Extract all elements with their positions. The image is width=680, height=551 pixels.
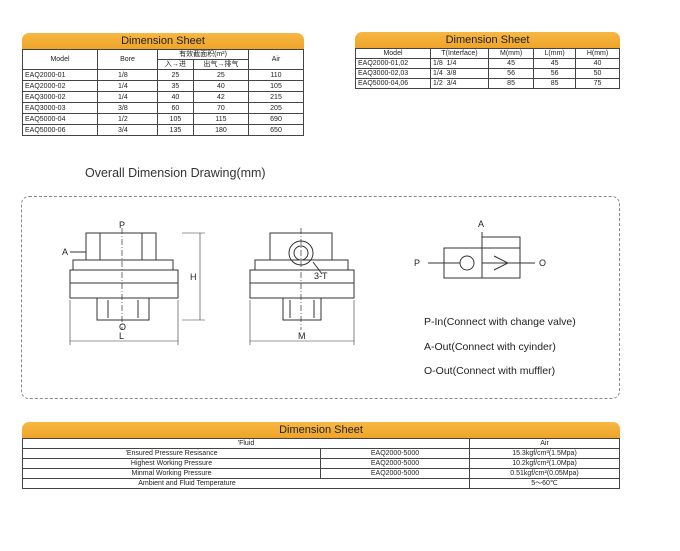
sheet2-table: Model T(Interface) M(mm) L(mm) H(mm) EAQ… [355,48,620,89]
label-p-front: P [119,220,126,230]
valve-symbol [428,232,535,279]
table-row: Highest Working Pressure EAQ2000-5000 10… [22,458,620,469]
sheet3-table: 'Fluid Air 'Ensured Pressure Resisance E… [22,438,620,489]
label-p-symbol: P [414,258,421,268]
sheet3-cell-value: 15.3kgf/cm²(1.5Mpa) [469,448,620,459]
sheet3-cell-label: Ambient and Fluid Temperature [22,478,470,489]
legend-a: A-Out(Connect with cyinder) [424,341,556,353]
label-a-symbol: A [478,219,485,229]
drawing-frame [21,196,620,399]
sheet2-cell-l: 85 [533,78,577,89]
label-o-front: O [119,322,127,332]
label-3t: 3-T [314,271,328,281]
table-row: Minmal Working Pressure EAQ2000-5000 0.5… [22,468,620,479]
legend-o: O-Out(Connect with muffler) [424,365,556,377]
table-row: 'Ensured Pressure Resisance EAQ2000-5000… [22,448,620,459]
legend-p: P-In(Connect with change valve) [424,316,576,328]
label-a-front: A [62,247,69,257]
sheet3-cell-label: Highest Working Pressure [22,458,321,469]
table-row: EAQ5000-06 3/4 135 180 650 [22,124,304,136]
table-row: EAQ5000-04,06 1/2 3/4 85 85 75 [355,78,620,89]
sheet2-cell-m: 85 [487,78,535,89]
sheet3-title: Dimension Sheet [22,422,620,438]
sheet3-cell-model: EAQ2000-5000 [320,448,470,459]
sheet3-cell-model: EAQ2000-5000 [320,468,470,479]
sheet1-cell-bore: 3/4 [97,124,158,136]
sheet3-cell-value: 10.2kgf/cm²(1.0Mpa) [469,458,620,469]
sheet3-cell-value: 5～60℃ [469,478,620,489]
sheet2-title: Dimension Sheet [355,32,620,48]
sheet3-fluid-value: Air [469,438,620,449]
sheet1-cell-air: 650 [248,124,304,136]
label-m: M [298,331,306,341]
sheet3-cell-label: Minmal Working Pressure [22,468,321,479]
sheet3-cell-value: 0.51kgf/cm²(0.05Mpa) [469,468,620,479]
front-view-drawing [69,228,205,345]
sheet1-cell-in: 135 [157,124,194,136]
drawing-title: Overall Dimension Drawing(mm) [85,166,266,180]
table-row: EAQ3000-02,03 1/4 3/8 56 56 50 [355,68,620,79]
label-l: L [119,331,125,341]
side-view-drawing [249,228,355,345]
sheet2-cell-h: 75 [575,78,620,89]
sheet1-cell-out: 180 [192,124,250,136]
sheet3-cell-label: 'Ensured Pressure Resisance [22,448,321,459]
sheet1-table: Model Bore 有效截面积(m²) Air 入→进 出气→排气 EAQ20… [22,49,304,136]
table-row: Ambient and Fluid Temperature 5～60℃ [22,478,620,489]
label-h: H [190,272,197,282]
sheet1-title: Dimension Sheet [22,33,304,49]
label-o-symbol: O [539,258,547,268]
sheet3-cell-model: EAQ2000-5000 [320,458,470,469]
sheet3-fluid-label: 'Fluid [22,438,470,449]
table-row: EAQ5000-04 1/2 105 115 690 [22,113,304,125]
